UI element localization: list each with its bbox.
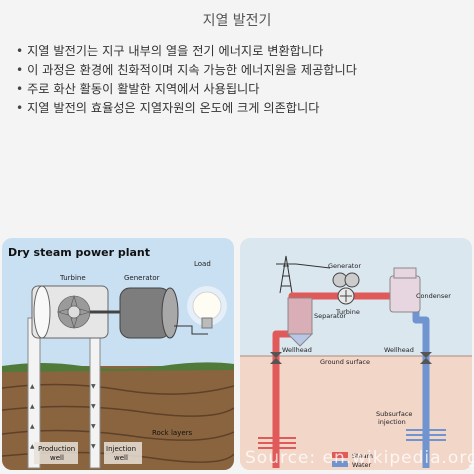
slide-title: 지열 발전기 (202, 13, 272, 29)
turbine-label: Turbine (335, 308, 360, 316)
legend-water-label: Water (352, 461, 372, 469)
legend-water-swatch (332, 461, 348, 467)
wellhead-left-label: Wellhead (282, 346, 312, 354)
legend-steam-label: Steam (352, 452, 373, 460)
turbine-icon (56, 294, 92, 330)
diagram-heading: Dry steam power plant (8, 246, 150, 259)
condenser-label: Condenser (416, 292, 451, 300)
svg-text:▲: ▲ (30, 443, 35, 450)
condenser-icon (389, 267, 421, 313)
dry-steam-diagram: ▲▲▲▲ ▼▼▼▼ Dry steam power plant Turbine … (2, 238, 234, 470)
bullet-item: 지열 발전의 효율성은 지열자원의 온도에 크게 의존합니다 (16, 99, 357, 118)
bullet-item: 이 과정은 환경에 친화적이며 지속 가능한 에너지원을 제공합니다 (16, 61, 357, 80)
generator-icon (332, 272, 360, 288)
subsurface-injection-label: Subsurface (376, 410, 412, 418)
ground-surface-label: Ground surface (320, 358, 370, 366)
svg-text:▲: ▲ (30, 423, 35, 430)
turbine-icon (337, 287, 355, 305)
svg-text:▼: ▼ (91, 423, 96, 430)
wire (174, 325, 208, 335)
generator-label: Generator (124, 274, 160, 282)
turbine-label: Turbine (59, 274, 86, 282)
injection-lines (406, 429, 446, 441)
svg-text:▼: ▼ (91, 403, 96, 410)
rock-layers-label: Rock layers (152, 429, 193, 437)
wellhead-valve-icon (270, 352, 432, 364)
svg-text:▲: ▲ (30, 403, 35, 410)
separator-label: Separator (314, 312, 346, 320)
grass-strip (2, 362, 234, 372)
source-watermark: Source: en.wikipedia.org (245, 448, 474, 468)
bullet-list: 지열 발전기는 지구 내부의 열을 전기 에너지로 변환합니다 이 과정은 환경… (16, 42, 357, 118)
bullet-item: 지열 발전기는 지구 내부의 열을 전기 에너지로 변환합니다 (16, 42, 357, 61)
power-tower-icon (276, 255, 296, 294)
subsurface-injection-label-2: injection (378, 418, 406, 426)
lightbulb-icon (187, 286, 227, 329)
legend-steam-swatch (332, 452, 348, 458)
flow-arrows: ▲ ▲ ▲ ▲ ▼ ▼ ▼ ▼ (30, 383, 96, 450)
svg-text:▼: ▼ (91, 383, 96, 390)
generator-label: Generator (328, 262, 361, 270)
load-label: Load (194, 260, 211, 268)
svg-text:▼: ▼ (91, 443, 96, 450)
generator-icon (119, 287, 179, 339)
reservoir-lines (258, 437, 296, 449)
dry-steam-illustration: ▲▲▲▲ ▼▼▼▼ Dry steam power plant Turbine … (2, 246, 234, 470)
flash-steam-diagram: Generator Turbine Condenser Separator We… (240, 238, 472, 470)
injection-well-label-2: well (114, 454, 128, 462)
flash-steam-illustration: Generator Turbine Condenser Separator We… (240, 255, 472, 470)
injection-well-label: Injection (106, 445, 136, 453)
production-well-label-2: well (50, 454, 64, 462)
svg-text:▲: ▲ (30, 383, 35, 390)
wellhead-right-label: Wellhead (384, 346, 414, 354)
production-well-label: Production (38, 445, 75, 453)
separator-icon (286, 297, 314, 347)
bullet-item: 주로 화산 활동이 활발한 지역에서 사용됩니다 (16, 80, 357, 99)
